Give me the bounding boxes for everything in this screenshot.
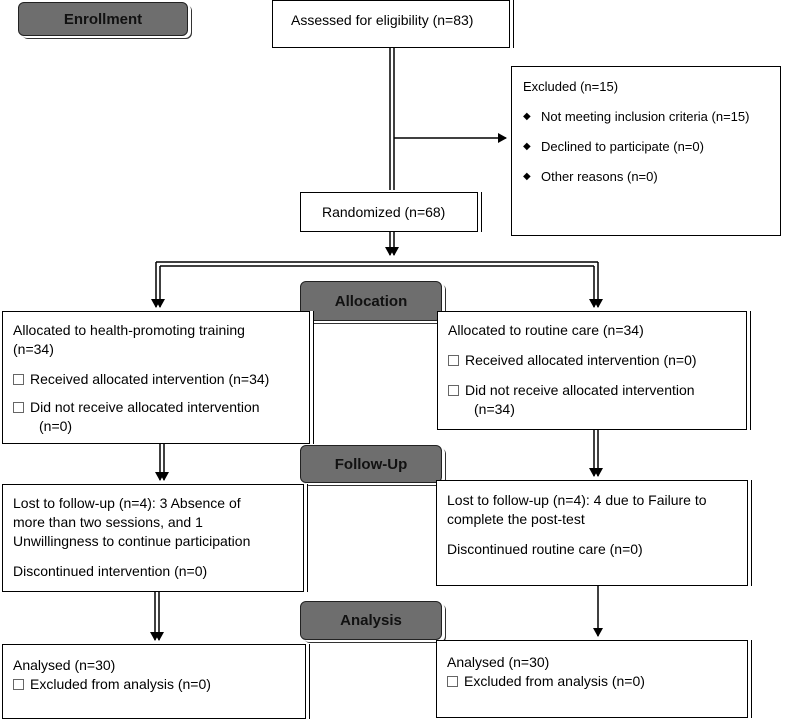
right-analysis-box: Analysed (n=30) Excluded from analysis (…	[436, 640, 748, 718]
left-received-text: Received allocated intervention (n=34)	[30, 371, 270, 387]
checkbox-icon	[448, 385, 459, 396]
right-excluded-text: Excluded from analysis (n=0)	[464, 673, 645, 689]
excluded-title: Excluded (n=15)	[523, 79, 619, 94]
right-followup-discontinued: Discontinued routine care (n=0)	[447, 541, 643, 557]
checkbox-icon	[13, 374, 24, 385]
left-analysis-box: Analysed (n=30) Excluded from analysis (…	[2, 644, 306, 719]
right-allocation-box: Allocated to routine care (n=34) Receive…	[437, 311, 747, 430]
stage-follow-up-label: Follow-Up	[334, 455, 408, 473]
assessed-box: Assessed for eligibility (n=83)	[272, 0, 510, 48]
left-excluded: Excluded from analysis (n=0)	[13, 675, 301, 694]
left-followup-line: Lost to follow-up (n=4): 3 Absence of	[13, 495, 241, 511]
checkbox-icon	[13, 679, 24, 690]
excluded-item: ◆ Declined to participate (n=0)	[523, 137, 780, 156]
left-allocation-title-n: (n=34)	[13, 341, 54, 357]
excluded-item-text: Declined to participate (n=0)	[541, 139, 704, 154]
right-not-received: Did not receive allocated intervention	[448, 381, 740, 400]
diamond-bullet-icon: ◆	[523, 111, 531, 122]
left-followup-box: Lost to follow-up (n=4): 3 Absence of mo…	[2, 484, 304, 592]
right-not-received-n: (n=34)	[474, 401, 515, 417]
left-allocation-box: Allocated to health-promoting training (…	[2, 311, 310, 444]
right-followup-line: Lost to follow-up (n=4): 4 due to Failur…	[447, 492, 707, 508]
checkbox-icon	[448, 355, 459, 366]
randomized-box: Randomized (n=68)	[300, 192, 478, 232]
stage-analysis: Analysis	[300, 601, 442, 640]
diamond-bullet-icon: ◆	[523, 171, 531, 182]
right-received: Received allocated intervention (n=0)	[448, 351, 740, 370]
checkbox-icon	[447, 676, 458, 687]
left-analysed: Analysed (n=30)	[13, 657, 116, 673]
right-not-received-text: Did not receive allocated intervention	[465, 382, 695, 398]
right-followup-line: complete the post-test	[447, 511, 585, 527]
excluded-item: ◆ Other reasons (n=0)	[523, 167, 780, 186]
stage-allocation-label: Allocation	[334, 292, 408, 310]
excluded-item: ◆ Not meeting inclusion criteria (n=15)	[523, 107, 780, 126]
excluded-item-text: Other reasons (n=0)	[541, 169, 658, 184]
right-allocation-title: Allocated to routine care (n=34)	[448, 322, 644, 338]
diamond-bullet-icon: ◆	[523, 141, 531, 152]
right-followup-box: Lost to follow-up (n=4): 4 due to Failur…	[436, 480, 748, 586]
left-excluded-text: Excluded from analysis (n=0)	[30, 676, 211, 692]
stage-allocation: Allocation	[300, 281, 442, 321]
right-received-text: Received allocated intervention (n=0)	[465, 352, 697, 368]
stage-analysis-label: Analysis	[340, 612, 402, 629]
left-followup-discontinued: Discontinued intervention (n=0)	[13, 563, 208, 579]
assessed-text: Assessed for eligibility (n=83)	[291, 12, 474, 28]
left-followup-line: more than two sessions, and 1	[13, 514, 203, 530]
left-received: Received allocated intervention (n=34)	[13, 370, 303, 389]
left-not-received-text: Did not receive allocated intervention	[30, 399, 260, 415]
right-excluded: Excluded from analysis (n=0)	[447, 672, 743, 691]
right-analysed: Analysed (n=30)	[447, 654, 550, 670]
left-allocation-title: Allocated to health-promoting training	[13, 322, 245, 338]
stage-follow-up: Follow-Up	[300, 445, 442, 483]
excluded-box: Excluded (n=15) ◆ Not meeting inclusion …	[511, 66, 781, 236]
checkbox-icon	[13, 402, 24, 413]
randomized-text: Randomized (n=68)	[322, 204, 446, 220]
left-followup-line: Unwillingness to continue participation	[13, 533, 251, 549]
left-not-received: Did not receive allocated intervention	[13, 398, 303, 417]
stage-enrollment: Enrollment	[18, 2, 188, 36]
left-not-received-n: (n=0)	[39, 418, 73, 434]
excluded-item-text: Not meeting inclusion criteria (n=15)	[541, 109, 750, 124]
stage-enrollment-label: Enrollment	[63, 10, 143, 28]
